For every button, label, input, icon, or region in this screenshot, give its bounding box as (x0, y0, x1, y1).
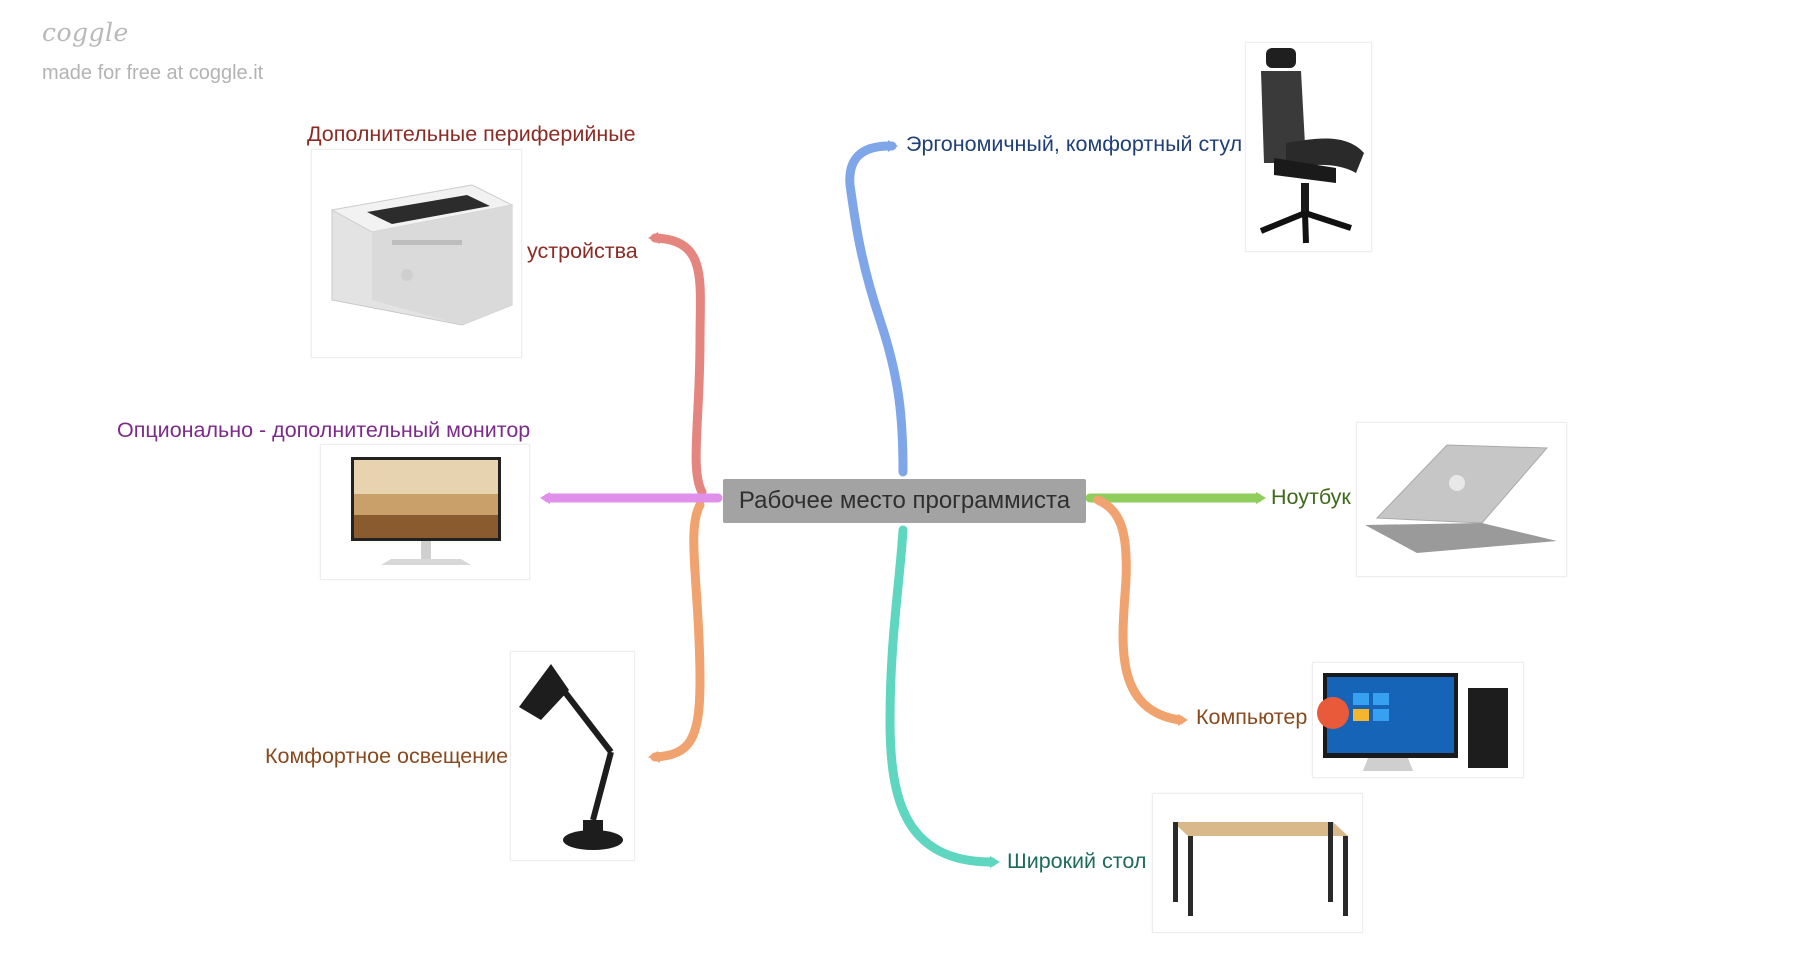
branch-tip-chair (888, 140, 898, 152)
desk-image[interactable] (1152, 793, 1363, 933)
branch-line-chair (845, 141, 908, 477)
desk-icon (1173, 822, 1348, 916)
printer-icon (330, 184, 514, 326)
node-peripherals-line1[interactable]: Дополнительные периферийные (307, 122, 636, 146)
laptop-image[interactable] (1356, 422, 1567, 577)
node-chair[interactable]: Эргономичный, комфортный стул (906, 132, 1243, 156)
monitor-icon (351, 457, 501, 565)
coggle-logo[interactable]: coggle (42, 18, 129, 47)
branch-tip-peripherals (648, 232, 660, 244)
center-node-label: Рабочее место программиста (738, 487, 1071, 514)
desk-lamp-icon (519, 664, 623, 850)
office-chair-icon (1259, 48, 1364, 244)
branch-line-desk (885, 525, 997, 867)
node-desk[interactable]: Широкий стол (1007, 849, 1147, 873)
branch-tip-monitor (540, 492, 550, 504)
printer-image[interactable] (311, 149, 522, 358)
branch-tip-laptop (1256, 492, 1266, 504)
node-lighting[interactable]: Комфортное освещение (265, 744, 509, 768)
branch-tip-desk (990, 856, 1000, 868)
node-laptop[interactable]: Ноутбук (1271, 485, 1351, 509)
desk-lamp-image[interactable] (510, 651, 635, 861)
branch-line-peripherals (650, 233, 707, 497)
node-computer[interactable]: Компьютер (1196, 705, 1308, 729)
desktop-computer-image[interactable] (1312, 662, 1524, 778)
coggle-tagline[interactable]: made for free at coggle.it (42, 62, 264, 84)
office-chair-image[interactable] (1245, 42, 1372, 252)
desktop-computer-icon (1317, 673, 1508, 771)
branch-tip-computer (1178, 714, 1188, 726)
branch-line-computer (1093, 495, 1185, 725)
branch-line-lighting (650, 500, 705, 762)
node-peripherals-line2[interactable]: устройства (527, 239, 638, 263)
monitor-image[interactable] (320, 444, 530, 580)
center-node[interactable]: Рабочее место программиста (723, 479, 1086, 523)
node-monitor[interactable]: Опционально - дополнительный монитор (117, 418, 531, 442)
laptop-icon (1365, 444, 1557, 553)
branch-tip-lighting (648, 751, 660, 763)
